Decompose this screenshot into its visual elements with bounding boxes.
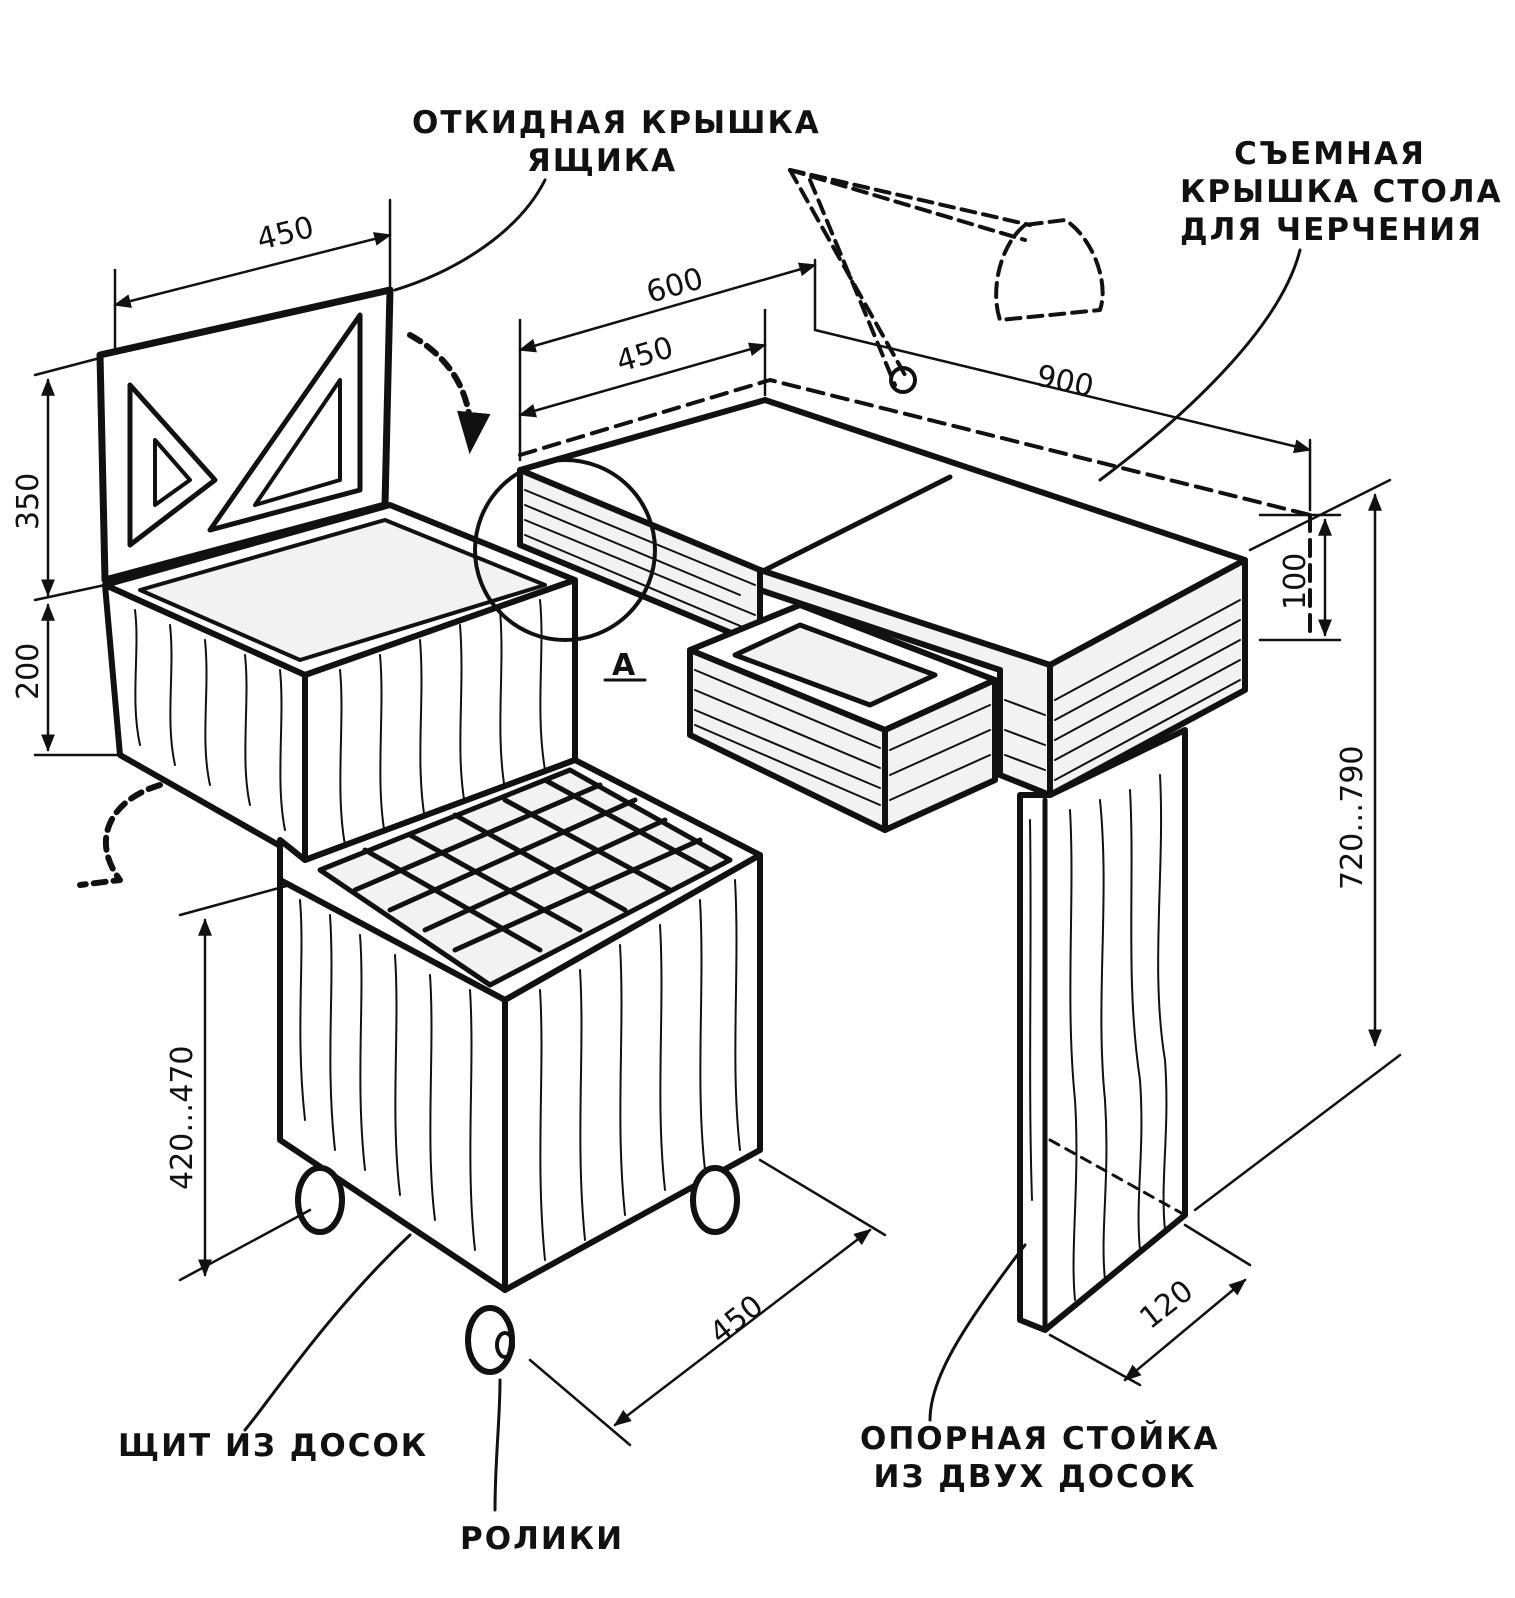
- seat-grid-lines: [352, 777, 713, 953]
- callout-stand: ОПОРНАЯ СТОЙКА ИЗ ДВУХ ДОСОК: [860, 1420, 1220, 1496]
- dim-lid-width: 450: [253, 210, 317, 258]
- detail-a-label: А: [612, 648, 636, 683]
- dim-depth-inner-line: [518, 342, 767, 418]
- leader-rollers: [493, 1378, 502, 1512]
- table: [517, 378, 1312, 1333]
- callout-stand-line1: ОПОРНАЯ СТОЙКА: [860, 1421, 1220, 1457]
- stand-hidden-line: [1048, 1138, 1187, 1217]
- roller-hub: [495, 1331, 515, 1359]
- box-turn-arrow: [77, 782, 163, 888]
- detail-a-circle: [473, 458, 657, 642]
- leader-stand: [928, 1243, 1027, 1422]
- roller-front: [465, 1305, 515, 1375]
- dim-stand-width-line: [1123, 1278, 1247, 1382]
- leader-panel: [243, 1233, 412, 1432]
- dim-depth-total-line: [518, 262, 817, 353]
- dim-table-height: 720…790: [1335, 745, 1370, 890]
- leader-table-top: [1098, 248, 1302, 482]
- callout-table-top-line1: СЪЕМНАЯ: [1234, 136, 1426, 172]
- seat-cabinet: [277, 757, 763, 1375]
- dimension-lines: [33, 198, 1402, 1447]
- table-grain: [524, 489, 1241, 781]
- box-inside: [138, 518, 547, 662]
- callout-box-lid: ОТКИДНАЯ КРЫШКА ЯЩИКА: [412, 104, 821, 180]
- box-grain: [134, 599, 546, 846]
- roller-left: [295, 1165, 345, 1235]
- callout-stand-line2: ИЗ ДВУХ ДОСОК: [873, 1459, 1197, 1495]
- table-top-dashed-outline: [518, 378, 1312, 517]
- drawer-inside: [732, 622, 938, 708]
- callout-box-lid-line1: ОТКИДНАЯ КРЫШКА: [412, 105, 821, 141]
- callout-table-top-line2: КРЫШКА СТОЛА: [1180, 174, 1503, 210]
- dim-lid-height: 350: [11, 473, 46, 530]
- callout-table-top: СЪЕМНАЯ КРЫШКА СТОЛА ДЛЯ ЧЕРЧЕНИЯ: [1180, 135, 1503, 249]
- dim-top-thickness: 100: [1278, 553, 1313, 610]
- callout-rollers: РОЛИКИ: [460, 1521, 625, 1557]
- lid-set-square: [207, 312, 363, 533]
- dim-seat-depth-line: [613, 1228, 872, 1427]
- drawer-grain: [694, 669, 991, 806]
- dim-lid-width-line: [113, 232, 392, 308]
- lamp-shade: [994, 218, 1105, 322]
- dim-table-depth-total: 600: [643, 261, 708, 310]
- dim-seat-depth: 450: [703, 1288, 770, 1351]
- lamp-clamp: [889, 366, 917, 394]
- callout-table-top-line3: ДЛЯ ЧЕРЧЕНИЯ: [1180, 212, 1483, 248]
- leader-lines: [243, 178, 1302, 1512]
- callout-panel: ЩИТ ИЗ ДОСОК: [118, 1428, 429, 1464]
- drawer-side: [882, 677, 998, 833]
- stand-grain: [1029, 774, 1168, 1301]
- table-top-seam: [762, 474, 953, 573]
- seat-grain: [299, 879, 741, 1261]
- leader-box-lid: [393, 178, 547, 292]
- lamp-arm-lower-2: [808, 178, 897, 387]
- dim-length-line: [813, 328, 1312, 454]
- lid-rotate-arrow: [407, 332, 491, 455]
- roller-right: [690, 1165, 740, 1235]
- dim-seat-height: 420…470: [165, 1045, 200, 1190]
- lid-triangle-left-inner: [153, 438, 192, 507]
- dim-box-height: 200: [11, 643, 46, 700]
- callout-box-lid-line2: ЯЩИКА: [526, 143, 678, 179]
- table-front-edge-right: [757, 567, 1053, 798]
- lamp-arm-upper: [788, 168, 1027, 242]
- lid-triangle-left: [127, 382, 218, 548]
- dim-table-length: 900: [1033, 359, 1096, 405]
- lid-set-square-inner: [253, 378, 342, 507]
- storage-box: [96, 286, 578, 863]
- lamp: [788, 168, 1105, 387]
- lamp-arm-upper-2: [788, 168, 1032, 227]
